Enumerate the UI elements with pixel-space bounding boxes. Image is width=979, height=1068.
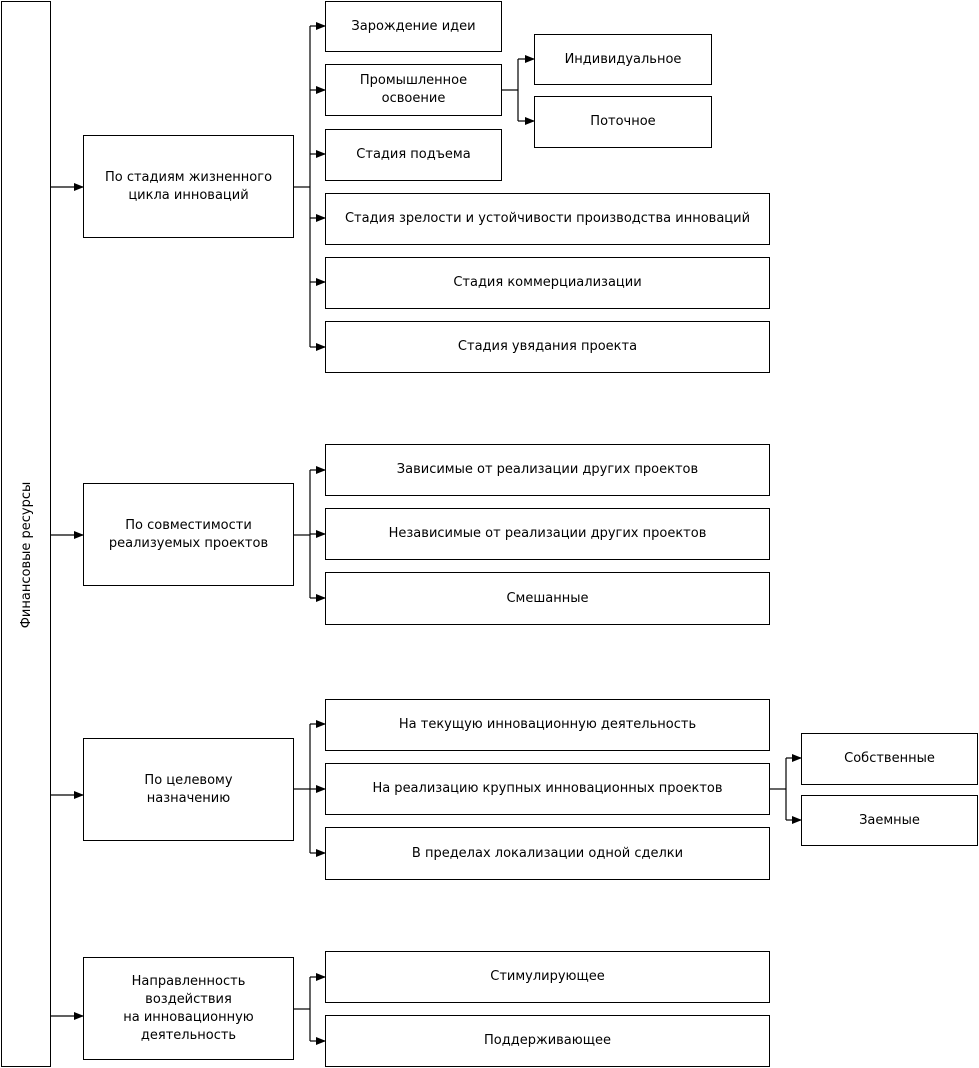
type-label: Поточное [590,114,656,129]
influence-label: Поддерживающее [484,1033,611,1048]
category-label: По целевому назначению [144,772,233,806]
stage-label: Стадия коммерциализации [453,275,642,290]
stage-label: Зарождение идеи [351,18,476,34]
compat-label: Независимые от реализации других проекто… [388,526,707,541]
stage-label: Стадия зрелости и устойчивости производс… [344,211,751,226]
stage-label: Стадия подъема [356,147,471,162]
source-label: Заемные [859,812,920,828]
category-label: По стадиям жизненного цикла инноваций [104,169,273,203]
purpose-current-box: На текущую инновационную деятельность [325,699,770,751]
influence-supporting-box: Поддерживающее [325,1015,770,1067]
category-lifecycle-box: По стадиям жизненного цикла инноваций [83,135,294,238]
stage-maturity-box: Стадия зрелости и устойчивости производс… [325,193,770,245]
source-own-box: Собственные [801,733,978,785]
category-influence-box: Направленность воздействия на инновацион… [83,957,294,1060]
source-label: Собственные [844,751,935,766]
category-compatibility-box: По совместимости реализуемых проектов [83,483,294,586]
influence-stimulating-box: Стимулирующее [325,951,770,1003]
influence-label: Стимулирующее [490,969,605,984]
category-label: По совместимости реализуемых проектов [108,517,269,551]
purpose-label: В пределах локализации одной сделки [411,845,684,861]
compat-label: Зависимые от реализации других проектов [396,462,699,477]
purpose-large-projects-box: На реализацию крупных инновационных прое… [325,763,770,815]
purpose-label: На текущую инновационную деятельность [398,717,697,732]
compat-mixed-box: Смешанные [325,572,770,625]
category-purpose-box: По целевому назначению [83,738,294,841]
root-label: Финансовые ресурсы [19,481,34,629]
stage-decline-box: Стадия увядания проекта [325,321,770,373]
root-box: Финансовые ресурсы [1,1,51,1067]
stage-label: Стадия увядания проекта [457,339,638,354]
compat-dependent-box: Зависимые от реализации других проектов [325,444,770,496]
stage-industrial-box: Промышленное освоение [325,64,502,116]
type-flow-box: Поточное [534,96,712,148]
purpose-single-deal-box: В пределах локализации одной сделки [325,827,770,880]
source-borrowed-box: Заемные [801,795,978,846]
category-label: Направленность воздействия на инновацион… [123,973,254,1043]
purpose-label: На реализацию крупных инновационных прое… [372,781,723,796]
type-individual-box: Индивидуальное [534,34,712,85]
stage-growth-box: Стадия подъема [325,129,502,181]
stage-idea-box: Зарождение идеи [325,1,502,52]
stage-label: Промышленное освоение [359,73,468,106]
compat-label: Смешанные [506,590,589,606]
compat-independent-box: Независимые от реализации других проекто… [325,508,770,560]
type-label: Индивидуальное [564,51,682,67]
stage-commercialization-box: Стадия коммерциализации [325,257,770,309]
